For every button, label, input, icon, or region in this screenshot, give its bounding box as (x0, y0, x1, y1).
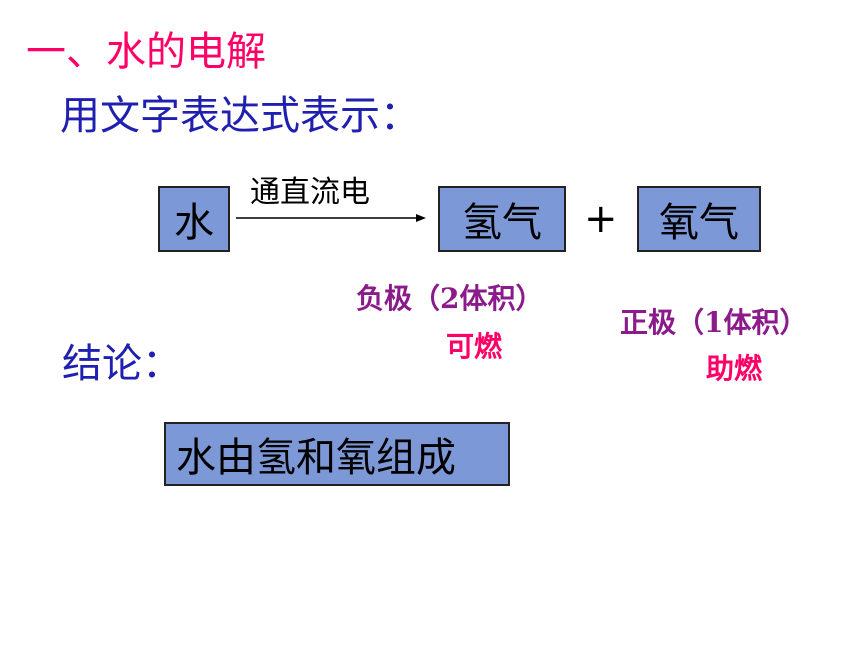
conclusion-label: 结论： (62, 341, 182, 387)
hydrogen-box: 氢气 (438, 186, 566, 252)
oxygen-property-label: 助燃 (706, 352, 763, 385)
plus-sign: + (584, 196, 618, 242)
hydrogen-property-label: 可燃 (446, 330, 503, 363)
oxygen-box: 氧气 (637, 186, 761, 252)
reaction-arrow (236, 214, 426, 222)
slide-subtitle: 用文字表达式表示： (60, 93, 420, 139)
water-box: 水 (158, 186, 230, 252)
conclusion-box: 水由氢和氧组成 (164, 422, 510, 486)
reaction-condition: 通直流电 (250, 175, 370, 210)
hydrogen-electrode-label: 负极（2体积） (356, 282, 544, 315)
slide-title: 一、水的电解 (26, 29, 266, 75)
oxygen-electrode-label: 正极（1体积） (620, 306, 808, 339)
